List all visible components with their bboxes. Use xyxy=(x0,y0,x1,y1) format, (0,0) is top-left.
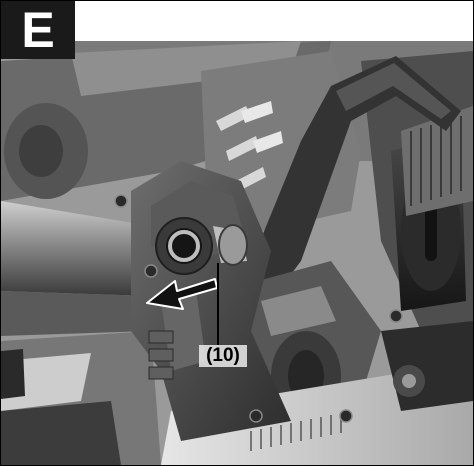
boss-ring-highlight xyxy=(168,230,200,262)
screws xyxy=(114,194,403,423)
upper-arm-highlight xyxy=(71,41,301,96)
housing-fins-2 xyxy=(241,101,283,153)
right-ribs xyxy=(401,106,473,216)
lower-body-light xyxy=(261,286,336,336)
lever-arm xyxy=(246,56,461,301)
housing-fins xyxy=(216,106,266,191)
base-front-dark xyxy=(1,401,121,465)
part-callout-label: (10) xyxy=(199,345,247,367)
figure-letter: E xyxy=(21,2,55,58)
lever-arm-highlight xyxy=(336,63,451,119)
guide-rail-lower xyxy=(1,291,151,336)
left-round-inner xyxy=(19,125,63,177)
left-bracket xyxy=(1,349,25,399)
bracket-fins xyxy=(148,330,174,380)
guide-rail xyxy=(1,201,151,296)
figure-letter-box: E xyxy=(1,1,75,59)
knob-center xyxy=(402,374,416,388)
rib-lines xyxy=(410,116,462,206)
locking-pin-head xyxy=(218,224,248,266)
pull-direction-arrow xyxy=(146,278,218,310)
right-slot xyxy=(425,201,437,261)
